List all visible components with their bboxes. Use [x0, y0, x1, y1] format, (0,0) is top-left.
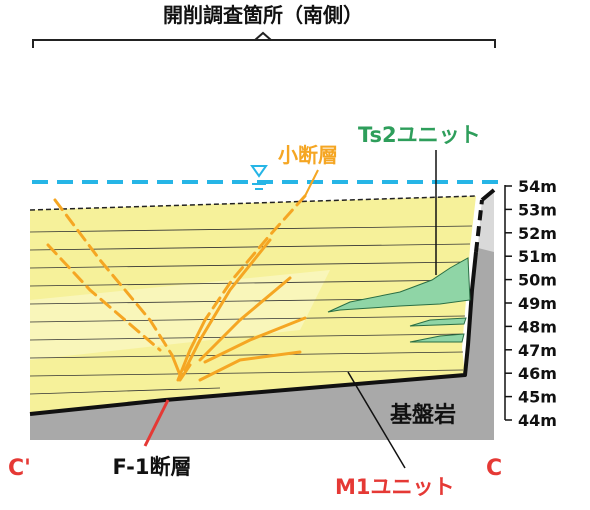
basement-label: 基盤岩	[390, 402, 456, 428]
layer-lines	[29, 225, 473, 395]
trench-wall-dashed	[474, 199, 484, 253]
trench-wall-top	[480, 188, 496, 202]
upper-wall-zone	[478, 190, 494, 252]
ts2-unit-label: Ts2ユニット	[358, 123, 481, 147]
f1-fault-line	[143, 399, 170, 447]
elevation-label: 49m	[518, 294, 557, 313]
c-prime-label: C'	[8, 456, 31, 481]
elevation-label: 44m	[518, 411, 557, 430]
ground-surface	[29, 195, 477, 211]
elevation-label: 45m	[518, 388, 557, 407]
elevation-label: 54m	[518, 177, 557, 196]
page-title: 開削調査箇所（南側）	[163, 3, 363, 27]
f1-fault-label: F-1断層	[112, 455, 191, 479]
basement-rock	[30, 190, 494, 440]
water-level-icon	[250, 165, 268, 190]
ts2-unit	[327, 257, 471, 313]
elevation-scale: 54m 53m 52m 51m 50m 49m 48m 47m 46m 45m 44m	[504, 177, 557, 430]
m1-unit-label: M1ユニット	[335, 475, 455, 499]
trench-wall-solid	[29, 251, 478, 416]
small-fault-label: 小断層	[278, 143, 338, 167]
c-label: C	[486, 456, 502, 481]
elevation-label: 48m	[518, 317, 557, 336]
elevation-label: 52m	[518, 224, 557, 243]
elevation-label: 50m	[518, 271, 557, 290]
elevation-label: 53m	[518, 200, 557, 219]
elevation-label: 47m	[518, 341, 557, 360]
elevation-label: 46m	[518, 364, 557, 383]
elevation-label: 51m	[518, 247, 557, 266]
title-bracket	[32, 31, 496, 48]
ts2-unit-wedge-3	[409, 333, 465, 343]
m1-pale-zone	[30, 270, 330, 360]
m1-leader	[347, 371, 406, 469]
small-faults	[46, 194, 307, 382]
small-fault-leader	[304, 169, 319, 197]
ts2-unit-wedge-2	[409, 317, 467, 327]
